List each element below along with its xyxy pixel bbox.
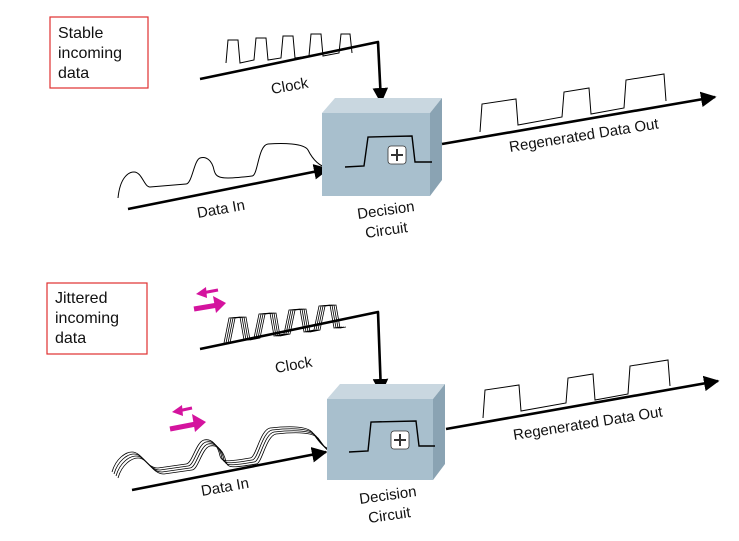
top-plus-icon	[387, 145, 407, 165]
bottom-clock-label: Clock	[274, 354, 314, 377]
top-panel: Stable incoming data Clock Data In Decis…	[49, 16, 717, 242]
bottom-decision-pulse	[348, 420, 435, 453]
top-clock-label: Clock	[270, 75, 310, 98]
bottom-clock-waveform	[223, 304, 347, 344]
bottom-box-label-line-2: Circuit	[367, 504, 412, 527]
top-clock-line	[199, 40, 389, 104]
top-caption-line-2: incoming	[58, 45, 122, 62]
top-caption-box: Stable incoming data	[49, 16, 149, 89]
top-clock-waveform	[225, 33, 353, 64]
bottom-output-line	[445, 375, 720, 431]
bottom-caption-line-3: data	[55, 330, 86, 347]
bottom-data-in-line	[131, 447, 328, 492]
clock-jitter-arrows-icon	[193, 287, 226, 313]
bottom-output-label: Regenerated Data Out	[512, 403, 665, 444]
top-caption-line-3: data	[58, 65, 89, 82]
top-data-in-label: Data In	[196, 197, 247, 222]
top-caption-line-1: Stable	[58, 25, 103, 42]
top-output-line	[441, 91, 717, 146]
top-decision-circuit	[322, 98, 442, 196]
bottom-decision-circuit	[327, 384, 445, 480]
bottom-data-in-waveform	[111, 426, 337, 479]
top-box-label-line-1: Decision	[356, 198, 415, 223]
bottom-plus-icon	[390, 430, 410, 450]
data-jitter-arrows-icon	[169, 405, 206, 432]
bottom-caption-line-2: incoming	[55, 310, 119, 327]
bottom-caption-box: Jittered incoming data	[46, 282, 148, 355]
top-data-in-line	[127, 164, 330, 211]
top-decision-pulse	[344, 135, 432, 168]
bottom-clock-line	[199, 310, 389, 395]
top-box-label-line-2: Circuit	[364, 219, 409, 242]
bottom-caption-line-1: Jittered	[55, 290, 107, 307]
bottom-panel: Jittered incoming data Clock	[46, 282, 720, 527]
bottom-output-waveform	[482, 359, 671, 419]
bottom-data-in-label: Data In	[200, 475, 251, 500]
top-output-label: Regenerated Data Out	[508, 115, 661, 156]
top-output-waveform	[479, 73, 667, 133]
top-data-in-waveform	[117, 143, 329, 199]
